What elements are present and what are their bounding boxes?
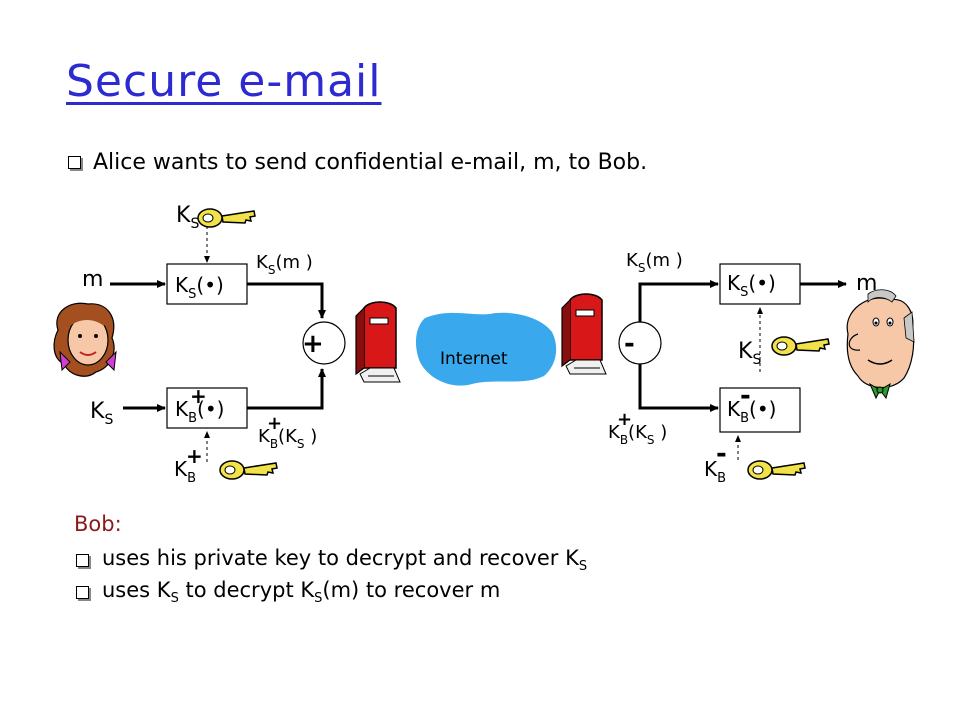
ks-left-label: KS	[90, 399, 113, 428]
svg-text:KB(•): KB(•)	[175, 397, 224, 426]
ks-m-right-arrow	[638, 280, 719, 322]
key-icon	[197, 208, 256, 228]
svg-text:Internet: Internet	[440, 349, 508, 369]
kb-ks-right-arrow	[638, 364, 719, 412]
bob-step-2-text: uses KS to decrypt KS(m) to recover m	[102, 578, 501, 607]
checkbox-bullet-icon	[68, 156, 81, 169]
svg-text:KS(•): KS(•)	[175, 273, 224, 302]
kb-ks-arrow	[247, 368, 326, 410]
svg-text:KS(m ): KS(m )	[256, 252, 313, 277]
key-icon	[771, 336, 830, 356]
kb-minus-mark: -	[740, 381, 751, 411]
svg-text:-: -	[716, 439, 727, 469]
ks-decrypt-box-label: KS(•)	[727, 271, 776, 300]
bob-step-1: uses his private key to decrypt and reco…	[76, 546, 587, 574]
bob-heading: Bob:	[74, 512, 122, 536]
svg-text:+: +	[617, 409, 632, 430]
intro-text: Alice wants to send confidential e-mail,…	[93, 150, 648, 175]
combiner-circle	[302, 321, 346, 365]
svg-text:KS(•): KS(•)	[727, 271, 776, 300]
kb-minus-bottom-label: KB -	[704, 439, 727, 486]
kb-ks-right-label: KB(KS ) +	[608, 409, 667, 447]
kb-public-box-label: KB(•) +	[175, 384, 224, 426]
checkbox-bullet-icon	[76, 585, 89, 599]
svg-text:KS: KS	[738, 339, 761, 368]
svg-text:KS: KS	[90, 399, 113, 428]
ks-decrypt-box	[719, 263, 801, 305]
svg-text:KB(KS ): KB(KS )	[608, 422, 667, 447]
alice-avatar-icon	[53, 302, 117, 377]
bob-avatar-icon	[846, 289, 915, 400]
kb-public-box	[166, 387, 248, 429]
ks-encrypt-box-label: KS(•)	[175, 273, 224, 302]
svg-text:+: +	[267, 413, 282, 434]
ks-right-label: KS	[738, 339, 761, 368]
ks-m-arrow	[247, 282, 326, 319]
message-out-label: m	[856, 271, 877, 296]
kb-private-box	[719, 387, 801, 433]
svg-text:KB(KS ): KB(KS )	[258, 426, 317, 451]
bob-step-2: uses KS to decrypt KS(m) to recover m	[76, 578, 500, 606]
key-icon	[747, 460, 806, 480]
svg-text:KB: KB	[704, 457, 726, 486]
combiner-plus-label: +	[302, 329, 324, 359]
alice-mailbox-icon	[355, 301, 401, 383]
page-title: Secure e-mail	[66, 56, 382, 107]
svg-text:KB(•): KB(•)	[727, 397, 776, 426]
svg-text:KB: KB	[174, 457, 196, 486]
kb-private-box-label: KB(•)	[727, 397, 776, 426]
svg-text:+: +	[186, 444, 203, 468]
splitter-minus-label: -	[624, 329, 635, 359]
checkbox-bullet-icon	[76, 553, 89, 567]
svg-text:KS(m ): KS(m )	[626, 250, 683, 275]
ks-top-label: KS	[176, 203, 199, 232]
ks-m-label: KS(m )	[256, 252, 313, 277]
kb-plus-bottom-label: KB +	[174, 444, 203, 486]
svg-text:KS: KS	[176, 203, 199, 232]
bob-mailbox-icon	[561, 293, 607, 375]
bob-step-1-text: uses his private key to decrypt and reco…	[102, 546, 588, 575]
intro-bullet: Alice wants to send confidential e-mail,…	[68, 150, 647, 175]
ks-m-right-label: KS(m )	[626, 250, 683, 275]
svg-text:+: +	[190, 384, 207, 408]
kb-ks-label: KB(KS ) +	[258, 413, 317, 451]
message-in-label: m	[82, 267, 103, 292]
key-icon	[219, 460, 278, 480]
internet-cloud: Internet	[415, 312, 557, 386]
